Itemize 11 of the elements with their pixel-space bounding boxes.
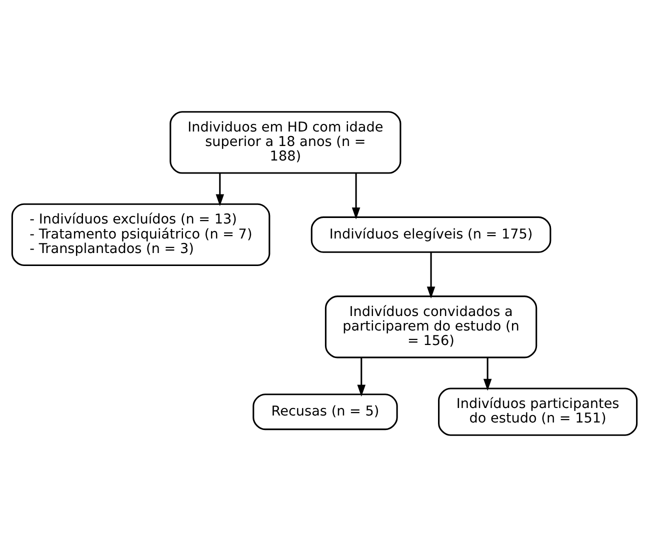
arrow xyxy=(483,358,492,391)
node-box: Indivíduos elegíveis (n = 175) xyxy=(310,216,552,253)
node-box: Indivíduos participantes do estudo (n = 151) xyxy=(438,388,638,436)
arrow xyxy=(216,173,224,206)
node-box: Individuos em HD com idade superior a 18 anos (n = 188) xyxy=(170,111,402,174)
arrow xyxy=(426,252,436,298)
arrow xyxy=(357,358,366,397)
arrow xyxy=(352,173,360,220)
node-box: Recusas (n = 5) xyxy=(252,394,398,430)
node-box: - Indivíduos excluídos (n = 13) - Tratamento psiquiátrico (n = 7) - Transplantados (n = 3) xyxy=(11,203,270,266)
node-box: Indivíduos convidados a participarem do estudo (n = 156) xyxy=(324,296,538,358)
